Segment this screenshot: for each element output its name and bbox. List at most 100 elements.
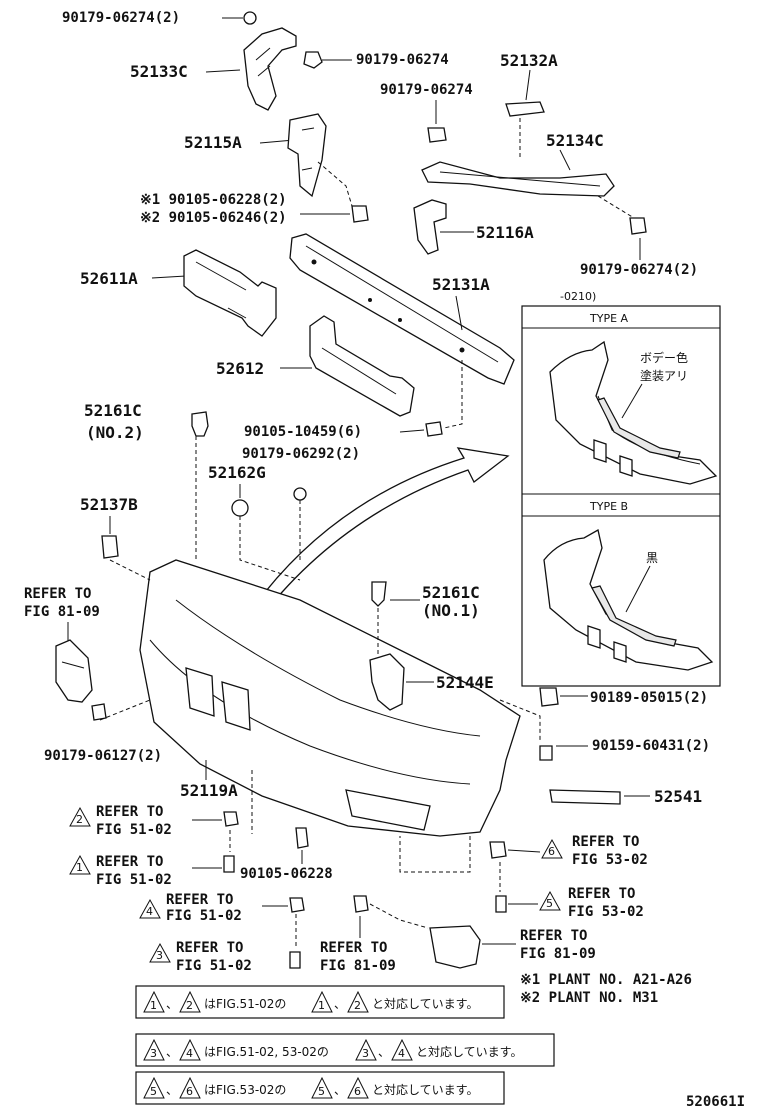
- svg-text:、: 、: [378, 1045, 390, 1059]
- ref-fig81-right-line2[interactable]: FIG 81-09: [520, 946, 596, 962]
- plant-note-2: ※2 PLANT NO. M31: [520, 990, 658, 1006]
- svg-text:4: 4: [186, 1047, 193, 1060]
- inset-type-a[interactable]: TYPE A: [589, 312, 629, 325]
- nut-icon: [489, 841, 507, 859]
- bracket-52133c-icon: [243, 27, 297, 111]
- inset-type-b[interactable]: TYPE B: [589, 500, 628, 513]
- footnote-3-text-b: と対応しています。: [372, 1083, 478, 1097]
- nut-icon: [243, 11, 257, 25]
- svg-text:1: 1: [150, 999, 157, 1012]
- label-52119a[interactable]: 52119A: [180, 781, 238, 800]
- triangle-3-icon: [149, 942, 171, 963]
- ref-3-line1[interactable]: REFER TO: [176, 940, 243, 956]
- label-52612[interactable]: 52612: [216, 359, 264, 378]
- ref-6-line2[interactable]: FIG 53-02: [572, 852, 648, 868]
- footnote-1-text-a: はFIG.51-02の: [204, 997, 286, 1011]
- label-52116a[interactable]: 52116A: [476, 223, 534, 242]
- footnote-1-text-b: と対応しています。: [372, 997, 478, 1011]
- diagram-id: 520661I: [686, 1094, 745, 1110]
- label-52162g[interactable]: 52162G: [208, 463, 266, 482]
- fog-lamp-cover-left-icon: [55, 639, 93, 703]
- label-90179-06127-2[interactable]: 90179-06127(2): [44, 748, 162, 764]
- triangle-4-icon: [139, 898, 161, 919]
- clip-icon: [91, 703, 107, 721]
- ref-1-line2[interactable]: FIG 51-02: [96, 872, 172, 888]
- label-90179-06274-b[interactable]: 90179-06274: [380, 82, 473, 98]
- label-no2[interactable]: (NO.2): [86, 423, 144, 442]
- triangle-number-4: 4: [146, 905, 153, 918]
- footnote-3-text-a: はFIG.53-02の: [204, 1083, 286, 1097]
- svg-text:3: 3: [362, 1047, 369, 1060]
- triangle-6-icon: [541, 838, 563, 859]
- triangle-number-1: 1: [76, 861, 83, 874]
- label-90179-06274-2-right[interactable]: 90179-06274(2): [580, 262, 698, 278]
- label-90179-06274-a[interactable]: 90179-06274: [356, 52, 449, 68]
- label-90179-06274-2-top[interactable]: 90179-06274(2): [62, 10, 180, 26]
- label-90189-05015-2[interactable]: 90189-05015(2): [590, 690, 708, 706]
- ref-4-line1[interactable]: REFER TO: [166, 892, 233, 908]
- ref-5-line2[interactable]: FIG 53-02: [568, 904, 644, 920]
- ref-1-line1[interactable]: REFER TO: [96, 854, 163, 870]
- triangle-1-icon: [69, 854, 91, 875]
- label-52611a[interactable]: 52611A: [80, 269, 138, 288]
- label-90105-06228-2[interactable]: ※1 90105-06228(2): [140, 192, 287, 208]
- type-a-bumper-icon: [549, 340, 718, 485]
- ref-5-line1[interactable]: REFER TO: [568, 886, 635, 902]
- label-52131a[interactable]: 52131A: [432, 275, 490, 294]
- footnote-2-text-b: と対応しています。: [416, 1045, 522, 1059]
- bolt-icon: [351, 205, 369, 223]
- label-fig-81-09-left[interactable]: FIG 81-09: [24, 604, 100, 620]
- bolt-icon: [539, 745, 553, 761]
- svg-text:、: 、: [166, 1083, 178, 1097]
- label-52137b[interactable]: 52137B: [80, 495, 138, 514]
- label-52144e[interactable]: 52144E: [436, 673, 494, 692]
- label-52132a[interactable]: 52132A: [500, 51, 558, 70]
- fog-lamp-cover-right-icon: [429, 925, 481, 969]
- bumper-cover-52119a-icon: [139, 559, 521, 837]
- svg-text:6: 6: [186, 1085, 193, 1098]
- label-90105-06246-2[interactable]: ※2 90105-06246(2): [140, 210, 287, 226]
- label-52161c-no1[interactable]: 52161C: [422, 583, 480, 602]
- moulding-52541-icon: [549, 789, 621, 805]
- ref-4-line2[interactable]: FIG 51-02: [166, 908, 242, 924]
- ref-2-line1[interactable]: REFER TO: [96, 804, 163, 820]
- inset-frame: [521, 305, 721, 687]
- label-90179-06292-2[interactable]: 90179-06292(2): [242, 446, 360, 462]
- footnote-box-1: 1 、 2 はFIG.51-02の 1 、 2 と対応しています。: [135, 985, 505, 1019]
- footnote-box-3: 5 、 6 はFIG.53-02の 5 、 6 と対応しています。: [135, 1071, 505, 1105]
- type-b-note: 黒: [646, 551, 658, 565]
- inset-date: -0210): [560, 290, 596, 303]
- bolt-icon: [495, 895, 507, 913]
- svg-text:、: 、: [166, 997, 178, 1011]
- label-no1[interactable]: (NO.1): [422, 601, 480, 620]
- ref-6-line1[interactable]: REFER TO: [572, 834, 639, 850]
- ref-2-line2[interactable]: FIG 51-02: [96, 822, 172, 838]
- bolt-icon: [425, 421, 443, 437]
- label-90105-10459-6[interactable]: 90105-10459(6): [244, 424, 362, 440]
- label-52161c-no2[interactable]: 52161C: [84, 401, 142, 420]
- triangle-number-2: 2: [76, 813, 83, 826]
- type-a-note-line1: ボデー色: [640, 350, 688, 365]
- svg-text:2: 2: [354, 999, 361, 1012]
- label-90159-60431-2[interactable]: 90159-60431(2): [592, 738, 710, 754]
- bracket-52116a-icon: [413, 199, 447, 255]
- ref-fig81-right-line1[interactable]: REFER TO: [520, 928, 587, 944]
- label-refer-to-left[interactable]: REFER TO: [24, 586, 91, 602]
- label-52133c[interactable]: 52133C: [130, 62, 188, 81]
- clip-icon: [353, 895, 369, 913]
- nut-icon: [223, 811, 239, 827]
- label-52541[interactable]: 52541: [654, 787, 702, 806]
- absorber-52612-icon: [309, 315, 415, 417]
- ref-fig81-bottom-line1[interactable]: REFER TO: [320, 940, 387, 956]
- label-52115a[interactable]: 52115A: [184, 133, 242, 152]
- nut-icon: [289, 897, 305, 913]
- clip-52132a-icon: [505, 101, 545, 117]
- svg-text:4: 4: [398, 1047, 405, 1060]
- label-90105-06228[interactable]: 90105-06228: [240, 866, 333, 882]
- svg-text:5: 5: [318, 1085, 325, 1098]
- triangle-number-5: 5: [546, 897, 553, 910]
- ref-3-line2[interactable]: FIG 51-02: [176, 958, 252, 974]
- label-52134c[interactable]: 52134C: [546, 131, 604, 150]
- triangle-number-6: 6: [548, 845, 555, 858]
- ref-fig81-bottom-line2[interactable]: FIG 81-09: [320, 958, 396, 974]
